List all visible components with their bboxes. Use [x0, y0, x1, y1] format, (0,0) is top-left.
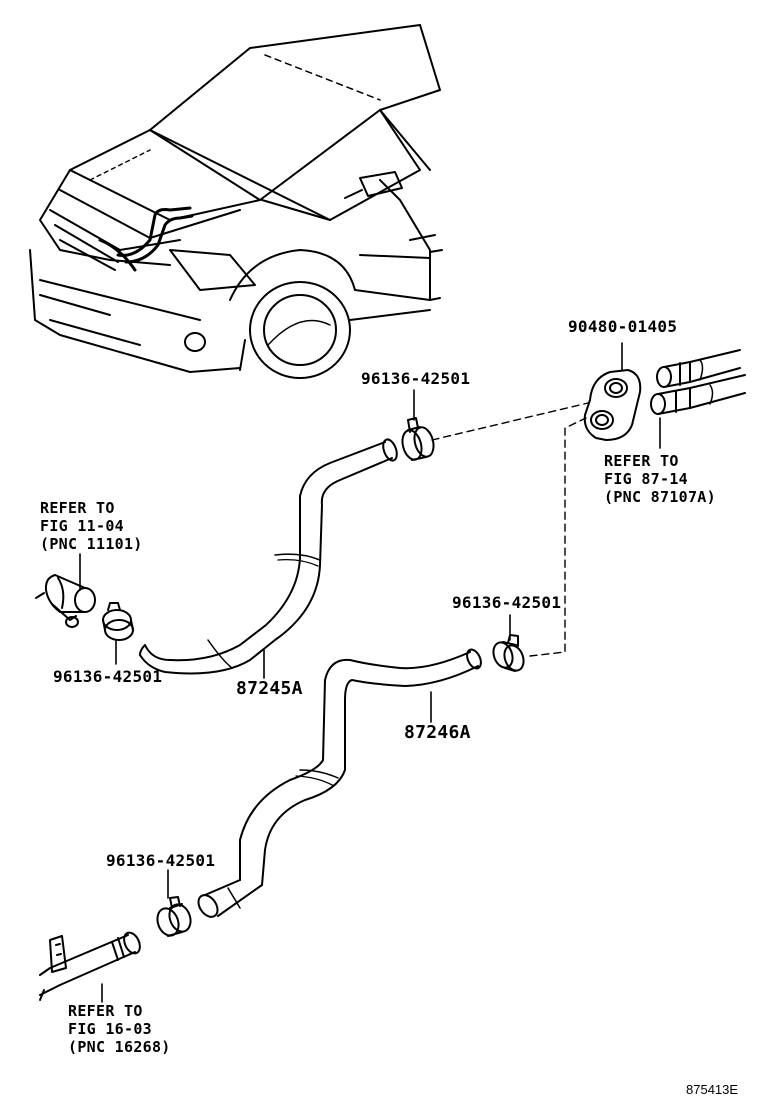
part-number-90480-01405[interactable]: 90480-01405 — [568, 317, 678, 336]
reference-fig-11-04[interactable]: REFER TO FIG 11-04 (PNC 11101) — [40, 499, 143, 553]
part-number-hose-87246A[interactable]: 87246A — [404, 722, 471, 743]
part-number-clamp-bottom[interactable]: 96136-42501 — [106, 851, 216, 870]
reference-fig-87-14[interactable]: REFER TO FIG 87-14 (PNC 87107A) — [604, 452, 716, 506]
radiator-pipe-bottom — [39, 931, 141, 1001]
reference-line: FIG 16-03 — [68, 1020, 152, 1038]
reference-line: (PNC 87107A) — [604, 488, 716, 506]
reference-line: REFER TO — [68, 1002, 143, 1020]
engine-hoses-highlight — [98, 206, 194, 272]
clamp-right — [492, 634, 525, 672]
reference-line: (PNC 11101) — [40, 535, 143, 553]
reference-line: REFER TO — [40, 499, 115, 517]
leader-lines — [79, 342, 661, 1003]
reference-line: (PNC 16268) — [68, 1038, 171, 1056]
clamp-top — [401, 417, 435, 461]
reference-line: FIG 87-14 — [604, 470, 688, 488]
engine-fitting-left — [35, 574, 96, 628]
diagram-code: 875413E — [686, 1082, 739, 1097]
reference-line: REFER TO — [604, 452, 679, 470]
part-number-clamp-top[interactable]: 96136-42501 — [361, 369, 471, 388]
grommet-90480 — [583, 369, 642, 441]
dashed-connection-lines — [431, 402, 589, 657]
heater-pipes — [650, 349, 746, 415]
hose-87246A-drawing — [197, 648, 482, 918]
reference-line: FIG 11-04 — [40, 517, 124, 535]
part-number-hose-87245A[interactable]: 87245A — [236, 678, 303, 699]
clamp-bottom — [156, 896, 192, 937]
part-number-clamp-right[interactable]: 96136-42501 — [452, 593, 562, 612]
clamp-left — [102, 602, 134, 641]
reference-fig-16-03[interactable]: REFER TO FIG 16-03 (PNC 16268) — [68, 1002, 171, 1056]
part-number-clamp-left[interactable]: 96136-42501 — [53, 667, 163, 686]
hose-87245A-drawing — [139, 438, 398, 675]
car-outline — [29, 24, 443, 379]
